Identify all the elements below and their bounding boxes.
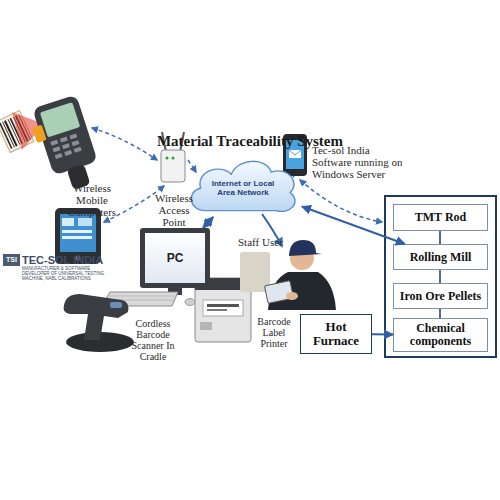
furnace-box: Hot Furnace	[300, 314, 372, 354]
handheld-computer	[27, 95, 104, 197]
device-label: Cordless Barcode Scanner In Cradle	[120, 318, 186, 362]
node-text: Hot Furnace	[301, 320, 371, 347]
diagram-title: Material Traceability System	[120, 133, 380, 150]
node-text: Iron Ore Pellets	[400, 290, 482, 303]
node-text: Rolling Mill	[410, 251, 472, 264]
device-label: Wireless Access Point	[146, 192, 202, 228]
connector-arrow	[302, 207, 405, 244]
company-name: TEC-SOL INDIA	[22, 254, 122, 266]
pc-monitor: PC	[140, 228, 210, 288]
device-label: Wireless Mobile Computers	[62, 182, 122, 218]
chain-container	[385, 196, 496, 357]
material-box: Iron Ore Pellets	[393, 283, 488, 309]
node-text: TMT Rod	[415, 211, 466, 224]
network-cloud: Internet or Local Area Network	[184, 153, 302, 217]
node-text: Internet or Local Area Network	[206, 179, 280, 197]
staff-user	[240, 240, 336, 310]
product-box: TMT Rod	[393, 204, 488, 231]
node-text: Chemical components	[394, 322, 487, 347]
connector-arrow	[372, 333, 393, 335]
software-note: Tec-sol India Software running on Window…	[312, 144, 408, 180]
user-label: Staff User	[238, 236, 296, 248]
logo-text: TSI	[3, 256, 20, 264]
device-label: Barcode Label Printer	[250, 316, 298, 349]
process-box: Rolling Mill	[393, 244, 488, 270]
cordless-scanner	[64, 294, 134, 352]
material-box: Chemical components	[393, 318, 488, 352]
company-tagline: MANUFACTURER & SOFTWARE DEVELOPER OF UNI…	[22, 267, 114, 282]
connector-arrow	[203, 217, 213, 228]
node-text: PC	[167, 251, 184, 265]
logo-mark	[3, 254, 20, 266]
